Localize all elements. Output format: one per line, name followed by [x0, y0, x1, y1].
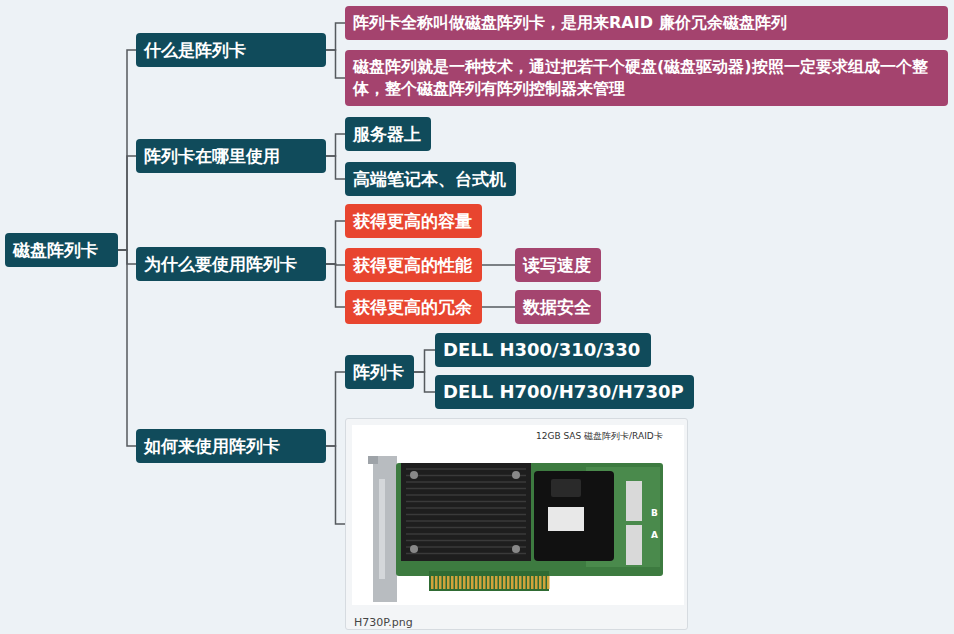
node-text: 阵列卡 — [353, 361, 406, 383]
leaf-topic: 服务器上 — [345, 117, 431, 151]
node-text: DELL H700/H730/H730P — [443, 381, 686, 403]
branch-topic: 为什么要使用阵列卡 — [136, 247, 326, 281]
branch-line — [326, 221, 345, 264]
node-text: 读写速度 — [523, 254, 593, 276]
branch-line — [118, 156, 136, 250]
note-box: 阵列卡全称叫做磁盘阵列卡，是用来RAID 廉价冗余磁盘阵列 — [345, 6, 948, 40]
branch-line — [326, 156, 345, 179]
node-text: 阵列卡全称叫做磁盘阵列卡，是用来RAID 廉价冗余磁盘阵列 — [353, 12, 940, 34]
file-caption: H730P.png — [354, 612, 413, 634]
leaf-topic: 高端笔记本、台式机 — [345, 162, 516, 196]
branch-line — [118, 50, 136, 250]
note-box: 磁盘阵列就是一种技术，通过把若干个硬盘(磁盘驱动器)按照一定要求组成一个整体，整… — [345, 50, 948, 106]
node-text: 如何来使用阵列卡 — [144, 435, 318, 457]
reason-box: 获得更高的冗余 — [345, 290, 482, 324]
model-box: DELL H300/310/330 — [435, 333, 651, 367]
reason-box: 获得更高的性能 — [345, 248, 482, 282]
branch-topic: 什么是阵列卡 — [136, 33, 326, 67]
node-text: 阵列卡在哪里使用 — [144, 145, 318, 167]
branch-topic: 如何来使用阵列卡 — [136, 429, 326, 463]
node-text: 高端笔记本、台式机 — [353, 168, 508, 190]
branch-line — [326, 134, 345, 156]
detail-box: 读写速度 — [515, 248, 601, 282]
branch-line — [482, 264, 515, 266]
branch-line — [482, 306, 515, 308]
branch-line — [414, 350, 435, 372]
node-text: 为什么要使用阵列卡 — [144, 253, 318, 275]
node-text: 数据安全 — [523, 296, 593, 318]
node-text: 什么是阵列卡 — [144, 39, 318, 61]
node-text: 磁盘阵列卡 — [13, 239, 110, 261]
detail-box: 数据安全 — [515, 290, 601, 324]
port-letter: A — [651, 530, 658, 540]
branch-line — [326, 23, 345, 50]
leaf-topic: 阵列卡 — [345, 355, 414, 389]
branch-line — [326, 50, 345, 78]
branch-line — [326, 264, 345, 307]
branch-line — [118, 250, 136, 446]
raid-card-picture — [346, 419, 689, 631]
node-text: 获得更高的容量 — [353, 210, 474, 232]
branch-line — [326, 372, 345, 446]
node-text: 获得更高的性能 — [353, 254, 474, 276]
node-text: DELL H300/310/330 — [443, 339, 643, 361]
branch-line — [326, 446, 345, 524]
branch-topic: 阵列卡在哪里使用 — [136, 139, 326, 173]
root-topic: 磁盘阵列卡 — [5, 233, 118, 267]
node-text: 服务器上 — [353, 123, 423, 145]
node-text: 磁盘阵列就是一种技术，通过把若干个硬盘(磁盘驱动器)按照一定要求组成一个整体，整… — [353, 56, 940, 100]
image-panel: 12GB SAS 磁盘阵列卡/RAID卡H730P.png — [345, 418, 688, 630]
model-box: DELL H700/H730/H730P — [435, 375, 694, 409]
port-letter: B — [651, 508, 658, 518]
branch-line — [414, 372, 435, 392]
node-text: 获得更高的冗余 — [353, 296, 474, 318]
picture-title: 12GB SAS 磁盘阵列卡/RAID卡 — [536, 425, 663, 447]
reason-box: 获得更高的容量 — [345, 204, 482, 238]
